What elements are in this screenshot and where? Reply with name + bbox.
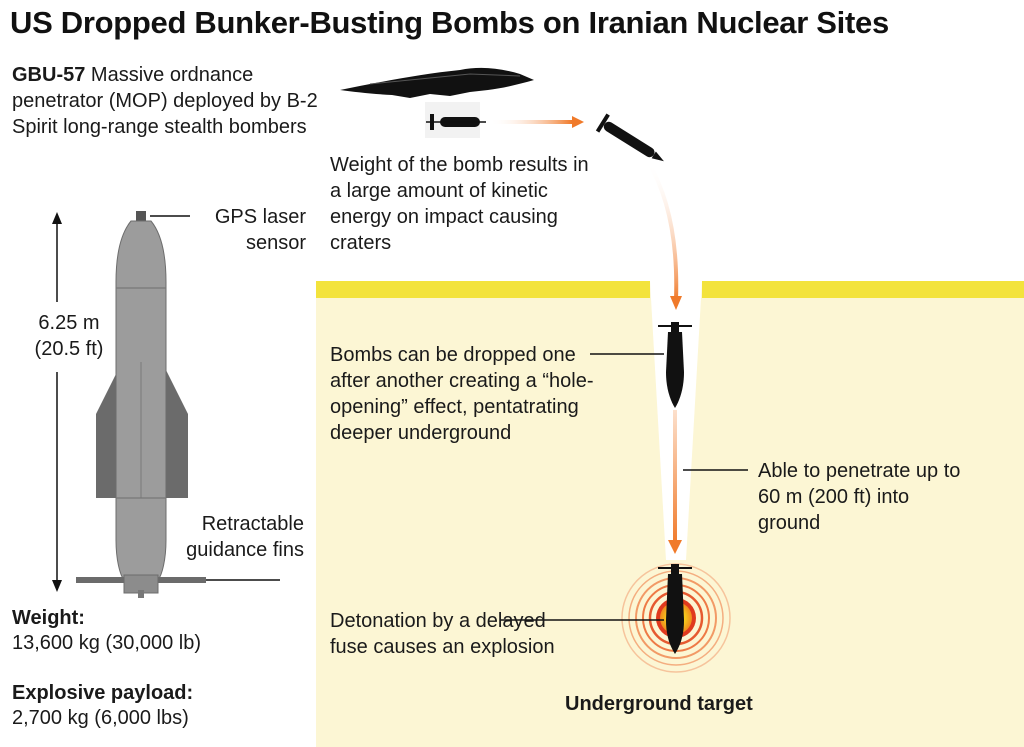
length-dimension-arrow xyxy=(52,212,62,592)
b2-bomber-icon xyxy=(340,67,534,138)
length-meters: 6.25 m xyxy=(38,312,100,334)
trajectory-arrow xyxy=(646,160,682,310)
hole-opening-note: Bombs can be dropped one after another c… xyxy=(330,344,594,444)
gps-sensor-label: GPS laser sensor xyxy=(214,206,306,254)
weight-stat: Weight: 13,600 kg (30,000 lb) xyxy=(12,606,201,656)
payload-value: 2,700 kg (6,000 lbs) xyxy=(12,707,189,729)
released-bomb-icon xyxy=(426,114,486,130)
weight-value: 13,600 kg (30,000 lb) xyxy=(12,632,202,654)
penetration-arrow xyxy=(668,410,682,554)
intro-text: GBU-57 Massive ordnance penetrator (MOP)… xyxy=(12,62,322,140)
payload-label: Explosive payload: xyxy=(12,682,194,704)
bomb-name: GBU-57 xyxy=(12,64,86,86)
callout-lines xyxy=(150,215,748,621)
page-title: US Dropped Bunker-Busting Bombs on Irani… xyxy=(10,5,889,40)
kinetic-energy-note: Weight of the bomb results in a large am… xyxy=(330,154,589,254)
length-label: 6.25 m (20.5 ft) xyxy=(14,310,124,362)
shaft-bomb-top-icon xyxy=(658,322,692,408)
payload-stat: Explosive payload: 2,700 kg (6,000 lbs) xyxy=(12,681,193,731)
weight-label: Weight: xyxy=(12,607,85,629)
length-feet: (20.5 ft) xyxy=(34,338,104,360)
penetration-depth-note: Able to penetrate up to 60 m (200 ft) in… xyxy=(758,460,961,534)
gbu57-bomb-diagram xyxy=(76,211,206,598)
shaft-bomb-bottom-icon xyxy=(658,564,692,654)
underground-target-label: Underground target xyxy=(565,693,753,715)
guidance-fins-label: Retractable guidance fins xyxy=(186,513,304,561)
release-arrow xyxy=(490,116,584,128)
detonation-note: Detonation by a delayed fuse causes an e… xyxy=(330,610,555,658)
bomb-description: Massive ordnance penetrator (MOP) deploy… xyxy=(12,64,318,138)
falling-bomb-icon xyxy=(595,113,664,162)
